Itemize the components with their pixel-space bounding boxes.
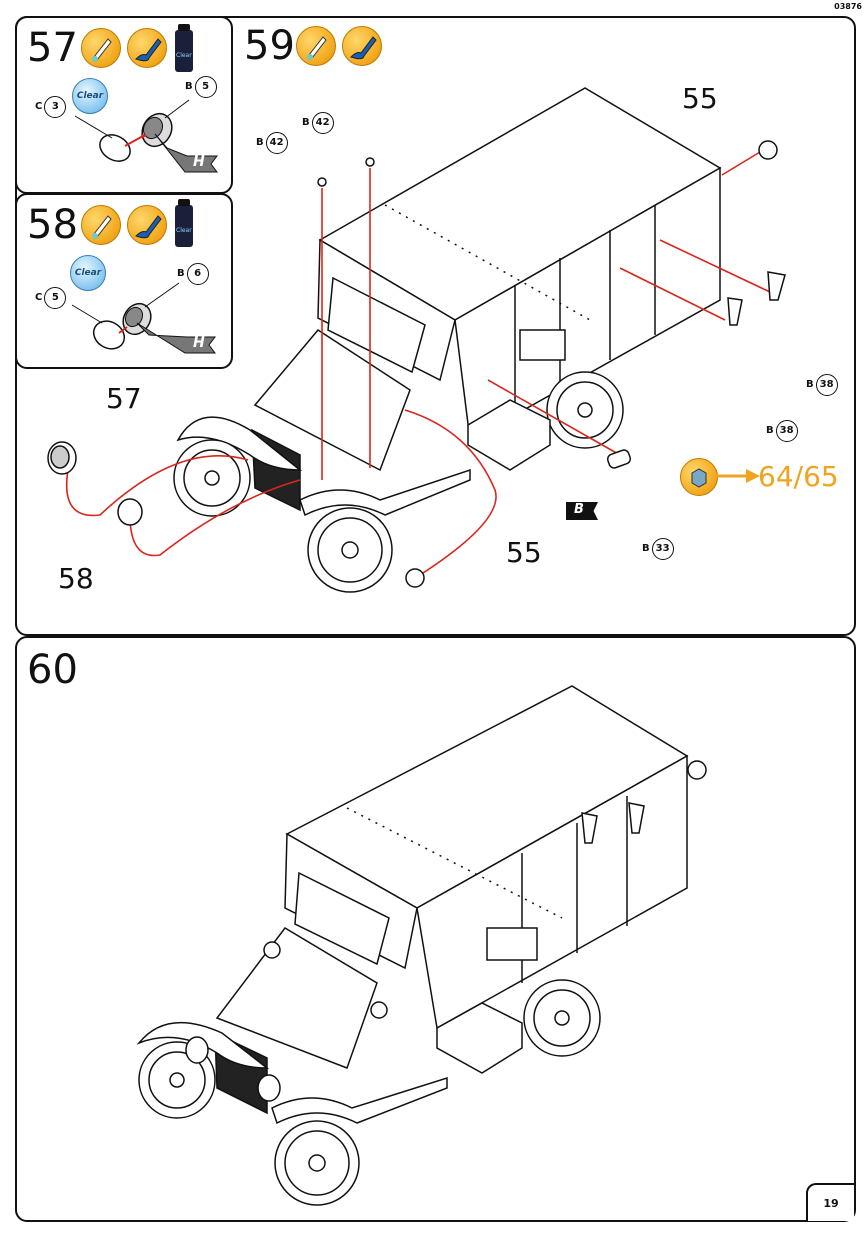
sub-assembly-box-icon: [680, 458, 718, 496]
step-59-panel: [15, 16, 856, 636]
decal-flag-icon: H: [193, 154, 205, 170]
step-59-truck-drawing: [173, 87, 722, 593]
decal-flag-icon: H: [193, 335, 205, 351]
arrow-right-icon: [716, 469, 760, 483]
step-59-content: 59: [47, 23, 839, 595]
callout-55-bottom: 55: [506, 536, 542, 569]
clear-paint-bottle-icon: Clear: [175, 199, 193, 247]
glue-icon: [81, 28, 121, 68]
step-60-panel: 60: [15, 636, 856, 1222]
step-58-drawing: [71, 282, 216, 354]
step-number: 57: [27, 25, 78, 71]
clear-lens-icon: Clear: [72, 78, 108, 114]
paint-brush-icon: [127, 28, 167, 68]
clear-lens-icon: Clear: [70, 255, 106, 291]
decal-flag-icon: B: [566, 502, 598, 520]
callout-55-top: 55: [682, 82, 718, 115]
step-number: 58: [27, 202, 78, 248]
page-number: 19: [806, 1183, 854, 1221]
glue-icon: [296, 26, 336, 66]
step-57-drawing: [74, 99, 218, 173]
reference-steps: 64/65: [758, 460, 839, 493]
kit-code: 03876: [834, 2, 862, 11]
step-number: 60: [27, 647, 78, 693]
step-60-truck-drawing: [136, 685, 707, 1206]
step-59-assembly-arrows: [66, 151, 771, 576]
clear-paint-bottle-icon: Clear: [175, 24, 193, 72]
paint-brush-icon: [127, 205, 167, 245]
glue-icon: [81, 205, 121, 245]
step-59-small-parts: [47, 140, 786, 588]
callout-57: 57: [106, 382, 142, 415]
paint-brush-icon: [342, 26, 382, 66]
callout-58: 58: [58, 562, 94, 595]
step-number: 59: [244, 23, 295, 69]
